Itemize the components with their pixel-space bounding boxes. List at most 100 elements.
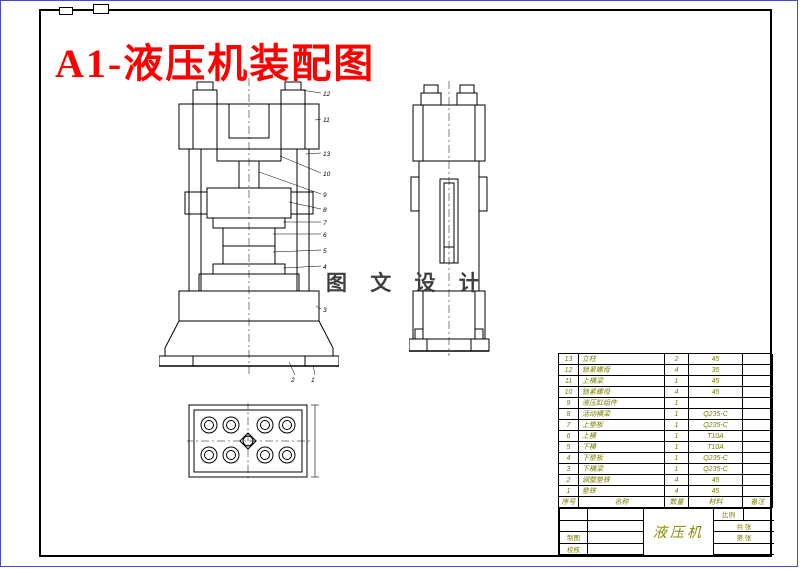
callout-numbers: 12 11 13 10 9 8 7 6 5 4 3 2 1 bbox=[290, 91, 331, 384]
part-no: 5 bbox=[559, 442, 579, 453]
part-name: 锁紧螺母 bbox=[579, 365, 665, 376]
side-view-outline bbox=[409, 84, 490, 352]
callout: 7 bbox=[323, 220, 327, 227]
plate-outline bbox=[188, 404, 308, 478]
tb-label-scale: 比例 bbox=[714, 509, 744, 521]
part-material: Q235-C bbox=[689, 464, 743, 475]
callout: 11 bbox=[323, 117, 330, 124]
part-name: 调整垫铁 bbox=[579, 475, 665, 486]
part-material: 45 bbox=[689, 475, 743, 486]
dimension-line bbox=[311, 404, 319, 478]
tb-label-draw: 制图 bbox=[560, 532, 588, 544]
callout: 10 bbox=[323, 171, 331, 178]
part-note bbox=[743, 442, 773, 453]
part-name: 上模 bbox=[579, 431, 665, 442]
part-no: 1 bbox=[559, 486, 579, 497]
part-material: T10A bbox=[689, 442, 743, 453]
part-name: 液压缸组件 bbox=[579, 398, 665, 409]
callout: 9 bbox=[323, 192, 327, 199]
callout: 6 bbox=[323, 232, 327, 239]
part-name: 垫铁 bbox=[579, 486, 665, 497]
tb-cell bbox=[588, 509, 644, 521]
part-material: 35 bbox=[689, 365, 743, 376]
bottom-view-drawing bbox=[187, 403, 319, 481]
callout: 1 bbox=[311, 377, 315, 384]
tb-cell bbox=[588, 520, 644, 532]
callout: 12 bbox=[323, 91, 331, 98]
callout: 4 bbox=[323, 264, 327, 271]
part-no: 7 bbox=[559, 420, 579, 431]
tb-label-check: 校核 bbox=[560, 543, 588, 555]
part-no: 6 bbox=[559, 431, 579, 442]
part-note bbox=[743, 486, 773, 497]
part-note bbox=[743, 354, 773, 365]
part-material: 45 bbox=[689, 354, 743, 365]
part-qty: 2 bbox=[665, 354, 689, 365]
title-block-left-grid: 制图 校核 bbox=[560, 509, 644, 555]
part-material: Q235-C bbox=[689, 420, 743, 431]
part-name: 上横梁 bbox=[579, 376, 665, 387]
tb-cell bbox=[588, 532, 644, 544]
drawing-title: A1-液压机装配图 bbox=[55, 41, 376, 86]
part-name: 活动横梁 bbox=[579, 409, 665, 420]
part-no: 12 bbox=[559, 365, 579, 376]
part-qty: 1 bbox=[665, 409, 689, 420]
tb-cell bbox=[588, 543, 644, 555]
drawing-name: 液压机 bbox=[644, 509, 714, 555]
part-qty: 1 bbox=[665, 376, 689, 387]
part-no: 3 bbox=[559, 464, 579, 475]
part-name: 下模 bbox=[579, 442, 665, 453]
part-note bbox=[743, 398, 773, 409]
front-view-outline bbox=[159, 81, 339, 367]
part-qty: 4 bbox=[665, 365, 689, 376]
fold-mark bbox=[59, 7, 73, 15]
part-no: 4 bbox=[559, 453, 579, 464]
tb-cell bbox=[560, 520, 588, 532]
part-note bbox=[743, 464, 773, 475]
watermark: 图 文 设 计 bbox=[326, 271, 489, 295]
part-name: 锁紧螺母 bbox=[579, 387, 665, 398]
callout: 2 bbox=[290, 377, 295, 384]
part-note bbox=[743, 431, 773, 442]
part-no: 2 bbox=[559, 475, 579, 486]
leader-lines bbox=[258, 89, 322, 376]
callout: 5 bbox=[323, 248, 327, 255]
part-note bbox=[743, 453, 773, 464]
part-qty: 1 bbox=[665, 453, 689, 464]
part-material: T10A bbox=[689, 431, 743, 442]
part-qty: 1 bbox=[665, 420, 689, 431]
part-no: 11 bbox=[559, 376, 579, 387]
part-material: Q235-C bbox=[689, 453, 743, 464]
title-block-right-grid: 比例 共 张 第 张 bbox=[714, 509, 774, 555]
part-qty: 1 bbox=[665, 431, 689, 442]
tb-cell bbox=[744, 509, 774, 521]
title-block: 制图 校核 液压机 比例 共 张 第 张 bbox=[558, 507, 774, 557]
part-name: 立柱 bbox=[579, 354, 665, 365]
part-note bbox=[743, 376, 773, 387]
part-material: 45 bbox=[689, 486, 743, 497]
part-note bbox=[743, 387, 773, 398]
part-name: 下垫板 bbox=[579, 453, 665, 464]
part-note bbox=[743, 409, 773, 420]
part-qty: 1 bbox=[665, 464, 689, 475]
part-qty: 1 bbox=[665, 398, 689, 409]
tb-cell bbox=[714, 544, 774, 555]
callout: 3 bbox=[323, 307, 327, 314]
fold-mark bbox=[93, 4, 109, 14]
part-note bbox=[743, 365, 773, 376]
side-view-drawing bbox=[409, 81, 490, 356]
tb-cell bbox=[560, 509, 588, 521]
part-no: 9 bbox=[559, 398, 579, 409]
front-view-drawing: 12 11 13 10 9 8 7 6 5 4 3 2 1 bbox=[159, 78, 339, 384]
part-material: 45 bbox=[689, 387, 743, 398]
part-qty: 4 bbox=[665, 387, 689, 398]
part-note bbox=[743, 420, 773, 431]
part-no: 13 bbox=[559, 354, 579, 365]
plate-centerlines bbox=[187, 403, 313, 481]
part-no: 8 bbox=[559, 409, 579, 420]
part-qty: 1 bbox=[665, 442, 689, 453]
part-material: 45 bbox=[689, 376, 743, 387]
part-no: 10 bbox=[559, 387, 579, 398]
part-material: Q235-C bbox=[689, 409, 743, 420]
